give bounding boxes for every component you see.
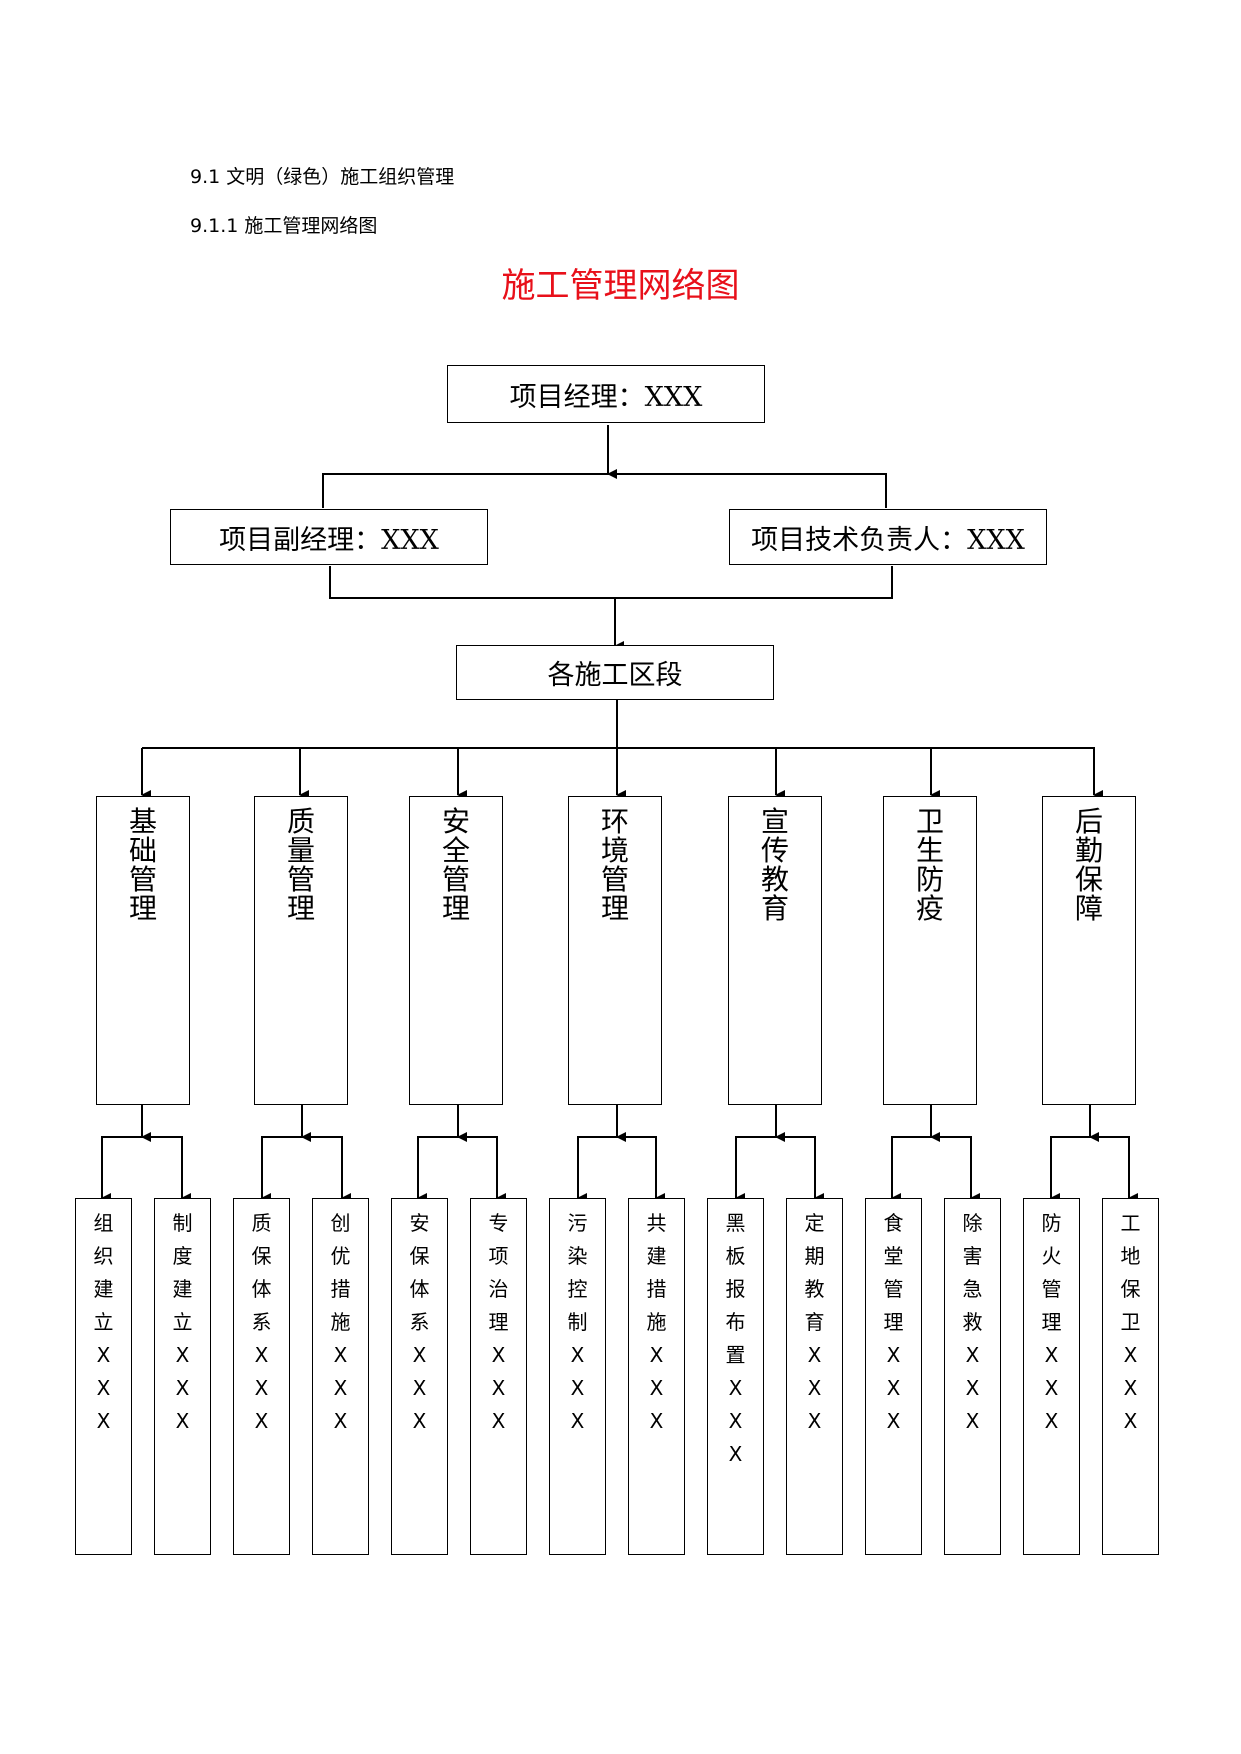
group-box-publicity: 宣传教育: [728, 796, 822, 1105]
group-box-environment: 环境管理: [568, 796, 662, 1105]
project-manager-box: 项目经理：XXX: [447, 365, 765, 423]
group-label: 基础管理: [128, 805, 157, 925]
connector-leaves-6: [891, 1105, 980, 1203]
deputy-manager-label: 项目副经理：XXX: [219, 524, 439, 556]
connector-second-bracket: [322, 473, 887, 508]
connector-leaves-1: [101, 1105, 191, 1203]
leaf-box: 污染控制XXX: [549, 1198, 606, 1555]
leaf-label: 污染控制XXX: [567, 1211, 588, 1433]
leaf-box: 食堂管理XXX: [865, 1198, 922, 1555]
connector-leaves-4: [577, 1105, 665, 1203]
leaf-box: 制度建立XXX: [154, 1198, 211, 1555]
leaf-box: 定期教育XXX: [786, 1198, 843, 1555]
leaf-box: 除害急救XXX: [944, 1198, 1001, 1555]
leaf-box: 防火管理XXX: [1023, 1198, 1080, 1555]
connector-second-join: [329, 566, 893, 599]
leaf-box: 专项治理XXX: [470, 1198, 527, 1555]
leaf-label: 制度建立XXX: [172, 1211, 193, 1433]
group-label: 宣传教育: [760, 805, 789, 925]
connector-leaves-7: [1050, 1105, 1138, 1203]
group-box-logistics: 后勤保障: [1042, 796, 1136, 1105]
construction-sections-box: 各施工区段: [456, 645, 774, 700]
leaf-box: 质保体系XXX: [233, 1198, 290, 1555]
technical-lead-label: 项目技术负责人：XXX: [751, 524, 1025, 556]
leaf-label: 创优措施XXX: [330, 1211, 351, 1433]
leaf-box: 安保体系XXX: [391, 1198, 448, 1555]
group-label: 环境管理: [600, 805, 629, 925]
group-box-quality: 质量管理: [254, 796, 348, 1105]
leaf-label: 黑板报布置XXX: [725, 1211, 746, 1466]
project-manager-label: 项目经理：XXX: [509, 381, 703, 413]
group-box-foundation: 基础管理: [96, 796, 190, 1105]
leaf-box: 工地保卫XXX: [1102, 1198, 1159, 1555]
leaf-box: 组织建立XXX: [75, 1198, 132, 1555]
leaf-box: 共建措施XXX: [628, 1198, 685, 1555]
leaf-label: 防火管理XXX: [1041, 1211, 1062, 1433]
group-label: 质量管理: [286, 805, 315, 925]
group-label: 后勤保障: [1074, 805, 1103, 925]
leaf-label: 食堂管理XXX: [883, 1211, 904, 1433]
group-label: 安全管理: [441, 805, 470, 925]
connector-leaves-3: [417, 1105, 506, 1203]
subsection-heading: 9.1.1 施工管理网络图: [190, 215, 378, 237]
leaf-label: 除害急救XXX: [962, 1211, 983, 1433]
leaf-label: 安保体系XXX: [409, 1211, 430, 1433]
leaf-label: 专项治理XXX: [488, 1211, 509, 1433]
leaf-label: 定期教育XXX: [804, 1211, 825, 1433]
group-label: 卫生防疫: [915, 805, 944, 925]
leaf-box: 创优措施XXX: [312, 1198, 369, 1555]
construction-sections-label: 各施工区段: [547, 660, 683, 691]
connector-leaves-2: [261, 1105, 351, 1203]
section-heading: 9.1 文明（绿色）施工组织管理: [190, 166, 455, 188]
leaf-label: 质保体系XXX: [251, 1211, 272, 1433]
diagram-title: 施工管理网络图: [501, 266, 740, 306]
leaf-label: 组织建立XXX: [93, 1211, 114, 1433]
technical-lead-box: 项目技术负责人：XXX: [729, 509, 1047, 565]
connector-leaves-5: [735, 1105, 824, 1203]
leaf-label: 工地保卫XXX: [1120, 1211, 1141, 1433]
leaf-box: 黑板报布置XXX: [707, 1198, 764, 1555]
group-box-hygiene: 卫生防疫: [883, 796, 977, 1105]
group-box-safety: 安全管理: [409, 796, 503, 1105]
leaf-label: 共建措施XXX: [646, 1211, 667, 1433]
deputy-manager-box: 项目副经理：XXX: [170, 509, 488, 565]
